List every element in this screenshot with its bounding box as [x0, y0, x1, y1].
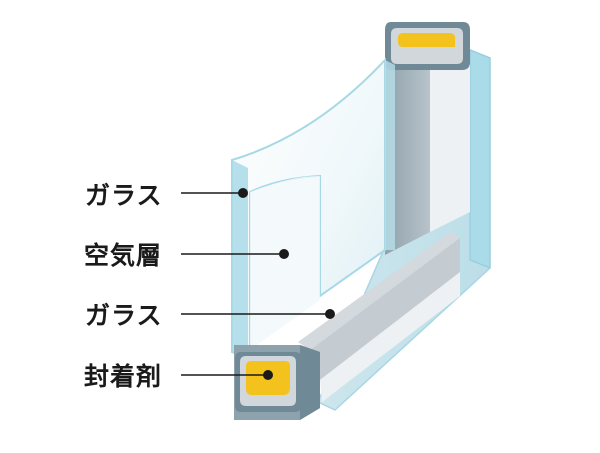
leader-dot-air-layer	[279, 249, 289, 259]
sealant-top	[398, 33, 455, 47]
leader-lines	[181, 188, 335, 380]
label-glass-outer: ガラス	[85, 181, 163, 210]
leader-dot-sealant	[263, 370, 273, 380]
spacer-frame-horizontal	[298, 232, 460, 402]
label-glass-inner: ガラス	[85, 301, 163, 330]
label-air-layer: 空気層	[84, 241, 163, 270]
leader-dot-glass-inner	[325, 309, 335, 319]
spacer-frame-vertical	[385, 22, 470, 255]
spacer-end-bottom	[234, 345, 320, 420]
leader-dot-glass-outer	[238, 188, 248, 198]
label-sealant: 封着剤	[84, 362, 163, 391]
